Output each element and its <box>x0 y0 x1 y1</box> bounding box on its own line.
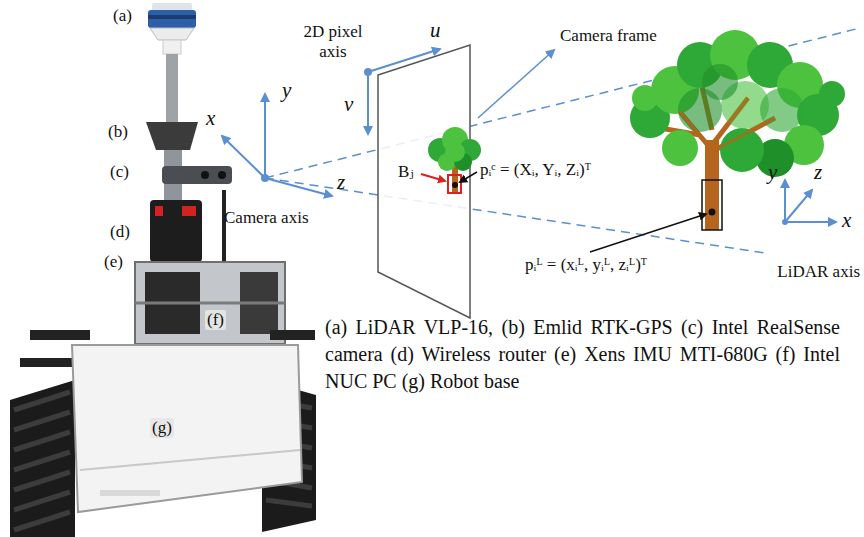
callout-letter: (d) <box>110 222 130 242</box>
axis-label: v <box>344 92 353 116</box>
axis-caption: 2D pixel axis <box>296 22 370 61</box>
axis-label: x <box>842 208 851 232</box>
axis-label: y <box>768 160 777 184</box>
axis-label: y <box>282 78 291 102</box>
formula-label: pᵢᶜ = (Xᵢ, Yᵢ, Zᵢ)ᵀ <box>480 160 591 180</box>
callout-letter: (a) <box>113 6 132 26</box>
axis-caption: Camera axis <box>224 208 309 228</box>
axis-label: u <box>430 18 441 42</box>
callout-letter: (e) <box>104 252 123 272</box>
projection-illustration <box>222 28 860 318</box>
axis-caption: LiDAR axis <box>777 262 860 282</box>
callout-letter: (b) <box>108 122 128 142</box>
callout-letter: (c) <box>110 162 129 182</box>
robot-illustration <box>10 3 316 537</box>
parts-caption: (a) LiDAR VLP-16, (b) Emlid RTK-GPS (c) … <box>325 314 840 395</box>
callout-letter: (g) <box>150 418 174 438</box>
axis-label: z <box>814 160 822 184</box>
callout-letter: (f) <box>205 310 226 330</box>
axis-label: z <box>337 170 345 194</box>
formula-label: pᵢᴸ = (xᵢᴸ, yᵢᴸ, zᵢᴸ)ᵀ <box>525 255 647 275</box>
axis-label: x <box>206 106 215 130</box>
frame-caption: Camera frame <box>560 26 657 46</box>
box-label: Bⱼ <box>398 162 414 182</box>
